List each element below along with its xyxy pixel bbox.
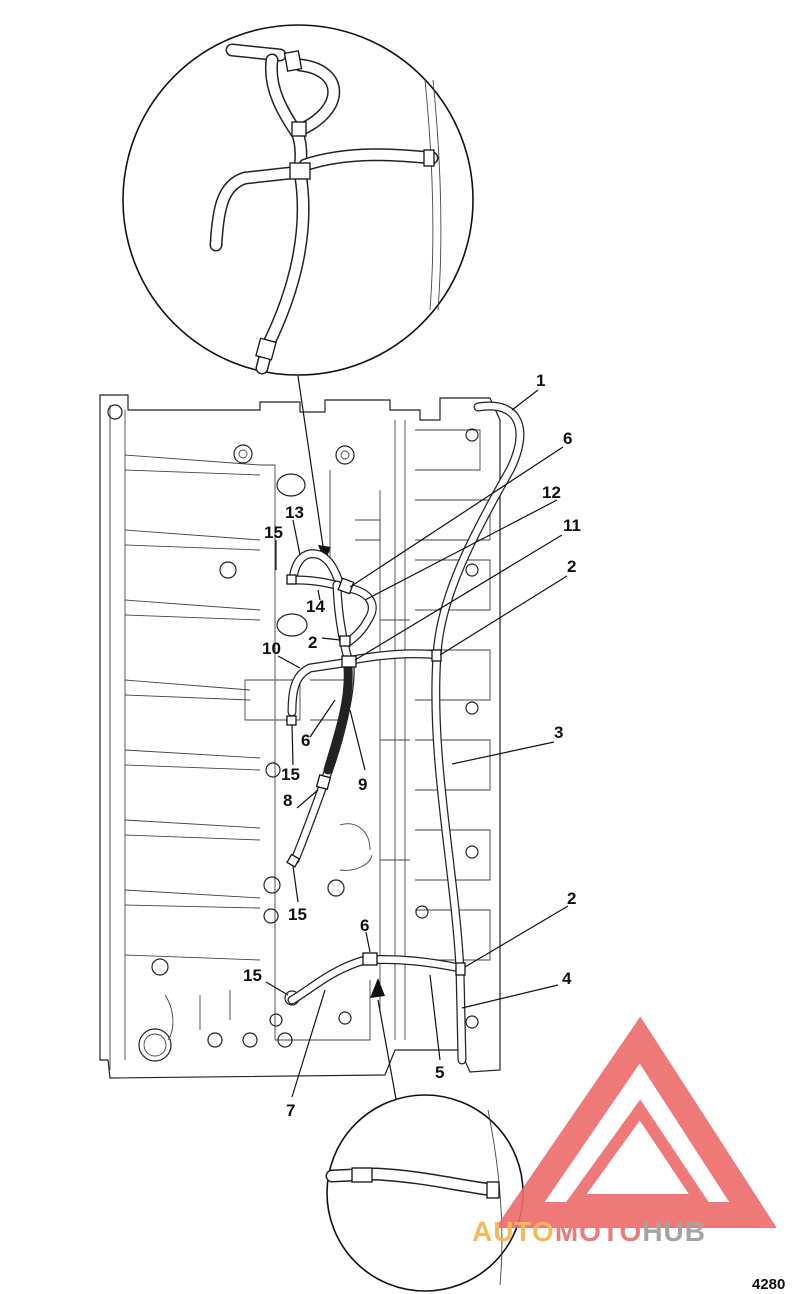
callout-5: 5 bbox=[435, 1063, 444, 1082]
callout-2-mid: 2 bbox=[308, 633, 317, 652]
bottom-detail-view bbox=[325, 1094, 524, 1292]
callout-14: 14 bbox=[306, 597, 325, 616]
callout-7: 7 bbox=[286, 1101, 295, 1120]
callout-9: 9 bbox=[358, 775, 367, 794]
callout-15-lower: 15 bbox=[288, 905, 307, 924]
callout-1: 1 bbox=[536, 371, 545, 390]
callout-4: 4 bbox=[562, 969, 572, 988]
detail-leader-bottom bbox=[377, 999, 399, 1111]
engine-block bbox=[99, 394, 501, 1079]
callout-8: 8 bbox=[283, 791, 292, 810]
callout-13: 13 bbox=[285, 503, 304, 522]
callout-labels: 1 6 12 11 2 13 15 14 2 10 3 6 15 9 8 15 … bbox=[243, 371, 581, 1120]
callout-12: 12 bbox=[542, 483, 561, 502]
callout-2-upper: 2 bbox=[567, 557, 576, 576]
callout-10: 10 bbox=[262, 639, 281, 658]
callout-2-lower: 2 bbox=[567, 889, 576, 908]
figure-number: 4280 bbox=[752, 1276, 785, 1293]
callout-11: 11 bbox=[563, 516, 581, 535]
callout-3: 3 bbox=[554, 723, 563, 742]
callout-6-top: 6 bbox=[563, 429, 572, 448]
callout-leaders bbox=[265, 389, 569, 1098]
callout-6-mid: 6 bbox=[301, 731, 310, 750]
callout-15-bottom: 15 bbox=[243, 966, 262, 985]
callout-6-bottom: 6 bbox=[360, 916, 369, 935]
watermark-text: AUTOMOTOHUB bbox=[472, 1216, 706, 1247]
callout-15-top: 15 bbox=[264, 523, 283, 542]
hose-routing bbox=[286, 401, 525, 1065]
top-detail-view bbox=[122, 24, 474, 376]
detail-leader-top bbox=[297, 375, 326, 561]
watermark-logo: AUTOMOTOHUB bbox=[472, 1016, 777, 1247]
callout-15-mid: 15 bbox=[281, 765, 300, 784]
